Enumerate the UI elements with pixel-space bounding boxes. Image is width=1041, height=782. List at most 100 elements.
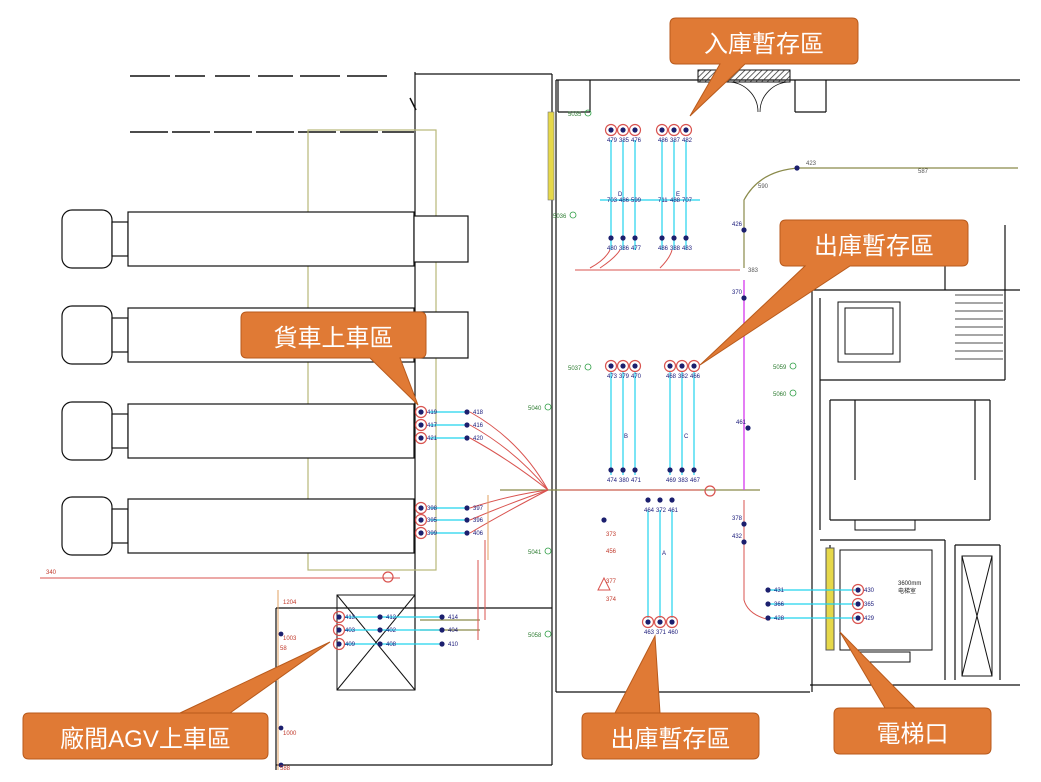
ring-marker bbox=[665, 615, 679, 629]
node-dot bbox=[659, 127, 665, 133]
node-dot bbox=[667, 363, 673, 369]
ring-marker bbox=[851, 583, 865, 597]
tag-circle bbox=[584, 109, 592, 117]
node-label: 460 bbox=[668, 630, 679, 636]
elevator-note-size: 3600mm bbox=[898, 581, 921, 587]
tag-circle bbox=[789, 362, 797, 370]
route-label: 58 bbox=[280, 646, 287, 652]
node-dot bbox=[377, 627, 383, 633]
node-label: 476 bbox=[631, 138, 642, 144]
tag-label: 5041 bbox=[528, 550, 542, 556]
node-dot bbox=[278, 725, 284, 731]
node-dot bbox=[464, 530, 470, 536]
node-label: 370 bbox=[732, 290, 743, 296]
node-label: 408 bbox=[386, 642, 397, 648]
tag-label: 5036 bbox=[553, 214, 567, 220]
node-dot bbox=[336, 627, 342, 633]
node-dot bbox=[620, 467, 626, 473]
node-label: 397 bbox=[473, 506, 484, 512]
node-label: 406 bbox=[473, 531, 484, 537]
stairs bbox=[955, 294, 1003, 360]
routes-cyan bbox=[345, 140, 855, 645]
ring-marker bbox=[675, 359, 689, 373]
route-label: 423 bbox=[806, 161, 817, 167]
ring-marker bbox=[628, 359, 642, 373]
node-dot bbox=[464, 422, 470, 428]
node-dot bbox=[669, 497, 675, 503]
node-label: 379 bbox=[619, 374, 630, 380]
node-dot bbox=[669, 619, 675, 625]
node-dot bbox=[632, 467, 638, 473]
node-dot bbox=[855, 587, 861, 593]
node-dot bbox=[418, 422, 424, 428]
node-label: 413 bbox=[345, 615, 356, 621]
ring-marker bbox=[414, 418, 428, 432]
tag-label: 5035 bbox=[568, 112, 582, 118]
node-label: 380 bbox=[619, 478, 630, 484]
route-label: 377 bbox=[606, 579, 617, 585]
node-dot bbox=[683, 235, 689, 241]
node-dot bbox=[418, 409, 424, 415]
node-dot bbox=[691, 467, 697, 473]
node-dot bbox=[657, 619, 663, 625]
node-dot bbox=[667, 467, 673, 473]
node-label: 430 bbox=[864, 588, 875, 594]
node-dot bbox=[632, 235, 638, 241]
node-dot bbox=[691, 363, 697, 369]
routes-orange bbox=[277, 495, 489, 770]
node-label: 486 bbox=[658, 246, 669, 252]
yellow-strip bbox=[547, 111, 555, 201]
node-dot bbox=[765, 587, 771, 593]
callout-shape-inbound bbox=[669, 17, 859, 117]
tag-label: 5060 bbox=[773, 392, 787, 398]
node-dot bbox=[645, 619, 651, 625]
ring-marker bbox=[663, 359, 677, 373]
node-label: 421 bbox=[427, 436, 438, 442]
node-dot bbox=[608, 127, 614, 133]
node-label: 378 bbox=[732, 516, 743, 522]
node-dot bbox=[418, 435, 424, 441]
ring-marker bbox=[628, 123, 642, 137]
callout-shape-elevator bbox=[833, 631, 992, 755]
route-label: 374 bbox=[606, 597, 617, 603]
node-label: 467 bbox=[690, 478, 701, 484]
node-dot bbox=[608, 363, 614, 369]
node-label: 404 bbox=[448, 628, 459, 634]
nodes bbox=[278, 127, 861, 768]
node-label: 409 bbox=[345, 642, 356, 648]
ring-marker bbox=[604, 123, 618, 137]
ring-marker bbox=[414, 526, 428, 540]
ring-marker bbox=[382, 571, 394, 583]
node-label: 461 bbox=[736, 420, 747, 426]
node-dot bbox=[741, 539, 747, 545]
node-dot bbox=[683, 127, 689, 133]
node-label: 461 bbox=[668, 508, 679, 514]
node-dot bbox=[765, 615, 771, 621]
route-label: 1204 bbox=[283, 600, 297, 606]
route-label: 373 bbox=[606, 532, 617, 538]
node-dot bbox=[645, 497, 651, 503]
node-dot bbox=[418, 517, 424, 523]
node-label: 399 bbox=[427, 531, 438, 537]
ring-markers bbox=[332, 123, 865, 651]
ring-marker bbox=[851, 611, 865, 625]
node-label: 482 bbox=[682, 138, 693, 144]
node-label: 410 bbox=[448, 642, 459, 648]
tag-circle bbox=[569, 211, 577, 219]
node-label: 395 bbox=[427, 518, 438, 524]
node-label: 414 bbox=[448, 615, 459, 621]
node-dot bbox=[418, 530, 424, 536]
door-swing bbox=[727, 81, 791, 113]
route-label: 590 bbox=[758, 184, 769, 190]
truck-4 bbox=[61, 496, 415, 556]
rack-letter-e: E bbox=[676, 192, 680, 198]
route-label: 1000 bbox=[283, 731, 297, 737]
node-label: 387 bbox=[670, 138, 681, 144]
elevator-room bbox=[837, 301, 993, 677]
ring-marker bbox=[641, 615, 655, 629]
node-dot bbox=[855, 601, 861, 607]
node-dot bbox=[278, 631, 284, 637]
ring-marker bbox=[332, 623, 346, 637]
node-label: 385 bbox=[619, 138, 630, 144]
